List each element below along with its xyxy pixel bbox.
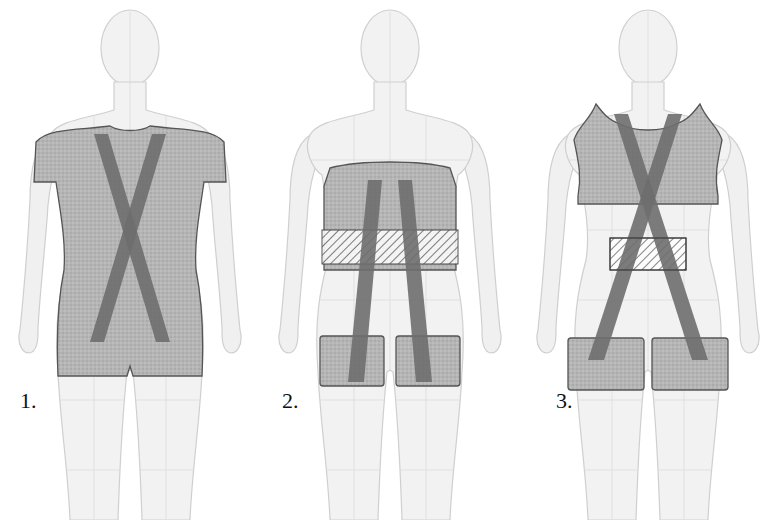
full-suit	[34, 126, 226, 376]
belt-outline	[610, 238, 686, 270]
figure-two	[279, 10, 501, 520]
figure-number: 3.	[556, 390, 573, 412]
strap	[398, 180, 432, 382]
figure-one	[19, 10, 241, 520]
figure-three	[537, 10, 759, 520]
cross-strap	[90, 134, 166, 342]
figure-number: 1.	[20, 390, 37, 412]
strap	[348, 180, 382, 382]
figure-number: 2.	[282, 390, 299, 412]
cross-strap	[588, 114, 682, 360]
hatched-belt	[322, 230, 458, 264]
